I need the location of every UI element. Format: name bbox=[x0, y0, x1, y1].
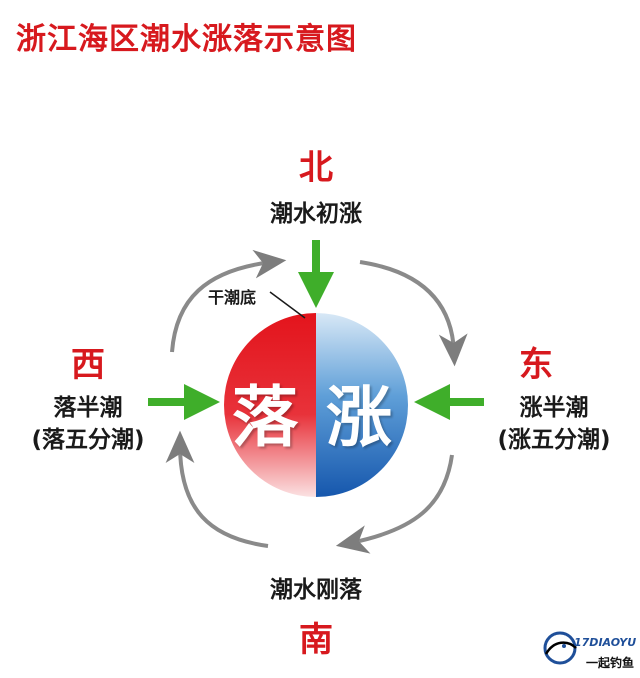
cycle-arrow-northwest bbox=[170, 249, 287, 353]
direction-south: 南 bbox=[299, 620, 333, 660]
west-phase-line2: (落五分潮) bbox=[31, 427, 145, 453]
falling-char: 落 bbox=[232, 379, 298, 456]
east-phase-label: 涨半潮 (涨五分潮) bbox=[474, 392, 634, 456]
cycle-arrow-southwest bbox=[165, 430, 269, 548]
watermark-logo: 17DIAOYU 一起钓鱼 bbox=[540, 628, 636, 674]
cycle-arrow-southeast bbox=[335, 454, 454, 554]
east-phase-line1: 涨半潮 bbox=[519, 395, 589, 421]
north-phase-label: 潮水初涨 bbox=[270, 201, 362, 227]
east-green-arrow bbox=[414, 384, 484, 420]
low-tide-leader-line bbox=[269, 291, 306, 319]
rising-half bbox=[316, 313, 408, 497]
fish-logo-icon bbox=[543, 631, 577, 665]
low-tide-label: 干潮底 bbox=[208, 288, 257, 307]
page-title: 浙江海区潮水涨落示意图 bbox=[16, 22, 357, 57]
cycle-arrow-northeast bbox=[359, 260, 468, 367]
logo-text: 17DIAOYU bbox=[574, 636, 637, 649]
east-phase-line2: (涨五分潮) bbox=[497, 427, 611, 453]
falling-half bbox=[224, 313, 316, 497]
logo-subtext: 一起钓鱼 bbox=[586, 656, 635, 670]
west-phase-label: 落半潮 (落五分潮) bbox=[10, 392, 166, 456]
north-green-arrow bbox=[298, 240, 334, 308]
south-phase-label: 潮水刚落 bbox=[270, 577, 362, 603]
west-phase-line1: 落半潮 bbox=[53, 395, 123, 421]
direction-east: 东 bbox=[519, 345, 553, 385]
direction-west: 西 bbox=[71, 345, 105, 385]
direction-north: 北 bbox=[299, 148, 333, 188]
west-green-arrow bbox=[148, 384, 220, 420]
rising-char: 涨 bbox=[326, 379, 392, 456]
